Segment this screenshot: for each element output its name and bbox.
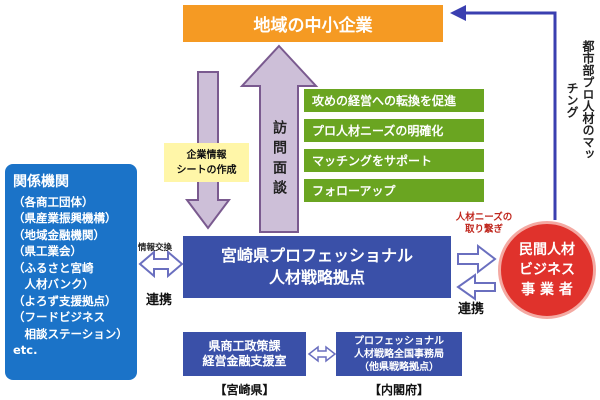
org-item: （地域金融機関）	[13, 227, 105, 242]
circle-line1: 民間人材	[519, 242, 575, 258]
cab-box-line2: 人材戦略全国事務局	[354, 348, 444, 360]
prefecture-caption: 【宮崎県】	[214, 383, 275, 397]
needs-arrow	[457, 243, 497, 275]
link-right-label: 連携	[458, 302, 485, 317]
cabinet-caption: 【内閣府】	[368, 383, 429, 397]
bottom-double-arrow	[307, 345, 337, 363]
green-item-clarify-needs: プロ人材ニーズの明確化	[304, 119, 484, 142]
needs-label-line1: 人材ニーズの	[455, 212, 513, 223]
matching-line	[462, 11, 557, 220]
related-organizations-title: 関係機関	[13, 174, 69, 190]
org-item: （各商工団体）	[13, 194, 94, 209]
org-item: （県産業振興機構）	[13, 211, 117, 225]
national-office-box: プロフェッショナル 人材戦略全国事務局 （他県戦略拠点）	[336, 332, 462, 376]
center-box-line1: 宮崎県プロフェッショナル	[220, 246, 413, 265]
company-info-sheet-box: 企業情報 シートの作成	[164, 143, 249, 182]
org-item: （フードビジネス	[13, 310, 105, 324]
org-item: （よろず支援拠点）	[13, 293, 117, 308]
circle-line2: ビジネス	[519, 262, 575, 278]
urban-pro-matching-label: 都市部プロ人材のマッチング	[565, 40, 595, 160]
return-arrow	[456, 273, 496, 301]
info-exchange-label: 情報交換	[138, 243, 173, 253]
org-item: （県工業会）	[13, 244, 82, 258]
info-box-line2: シートの作成	[176, 164, 237, 176]
cab-box-line3: （他県戦略拠点）	[359, 361, 439, 373]
matching-arrowhead	[450, 5, 466, 21]
org-item: （ふるさと宮崎	[13, 260, 94, 275]
left-double-arrow	[138, 249, 184, 279]
visit-up-arrow	[239, 44, 319, 233]
org-item: etc.	[13, 343, 38, 357]
strategy-base-box: 宮崎県プロフェッショナル 人材戦略拠点	[183, 236, 451, 298]
needs-connection-label: 人材ニーズの 取り繋ぎ	[445, 212, 523, 236]
private-hr-business-circle: 民間人材 ビジネス 事 業 者	[498, 221, 596, 319]
cab-box-line1: プロフェッショナル	[354, 335, 444, 347]
center-box-line2: 人材戦略拠点	[268, 268, 365, 287]
visit-interview-label: 訪問面談	[271, 120, 287, 200]
pref-box-line1: 県商工政策課	[208, 339, 281, 353]
related-organizations-box: 関係機関 （各商工団体） （県産業振興機構） （地域金融機関） （県工業会） （…	[5, 164, 137, 380]
prefecture-office-box: 県商工政策課 経営金融支援室	[183, 332, 306, 376]
circle-line3: 事 業 者	[521, 282, 573, 298]
green-item-follow-up: フォローアップ	[304, 179, 484, 202]
needs-label-line2: 取り繋ぎ	[464, 224, 503, 235]
org-item: 相談ステーション）	[13, 326, 128, 341]
green-item-matching-support: マッチングをサポート	[304, 149, 484, 172]
regional-sme-box: 地域の中小企業	[183, 5, 443, 42]
green-item-promote: 攻めの経営への転換を促進	[304, 89, 484, 112]
link-left-label: 連携	[146, 293, 173, 308]
pref-box-line2: 経営金融支援室	[202, 354, 287, 368]
info-box-line1: 企業情報	[186, 149, 227, 161]
org-item: 人材バンク）	[13, 277, 95, 291]
